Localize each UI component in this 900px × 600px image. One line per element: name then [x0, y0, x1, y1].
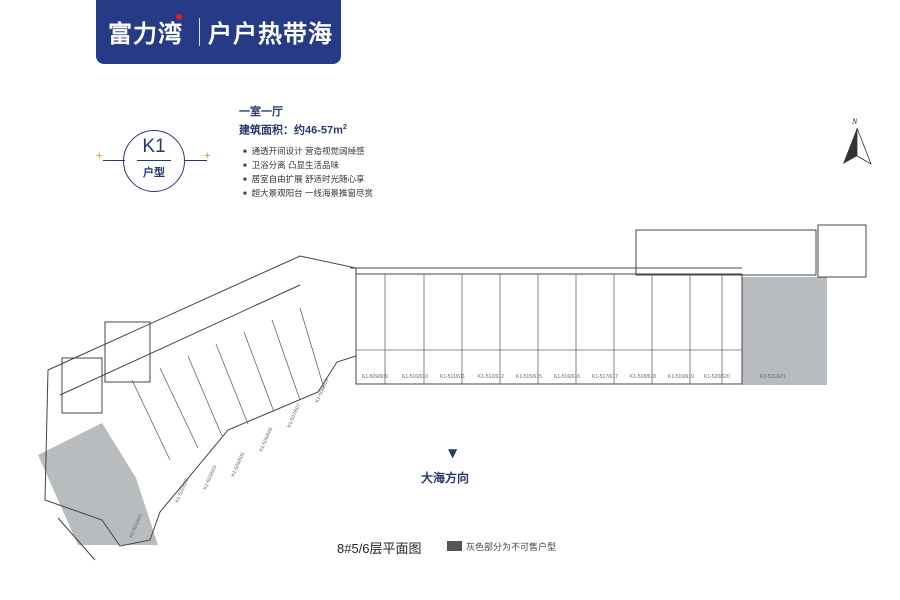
feature-item: 卫浴分离 凸显生活品味 [243, 159, 373, 173]
balcony-edge-left [57, 517, 96, 561]
unit-label: K1-506/606 [258, 427, 274, 453]
stair-core-left [104, 321, 151, 383]
unit-label: K1-512/612 [478, 374, 504, 380]
badge-lead-right [185, 160, 207, 161]
arrow-down-icon: ▼ [448, 446, 458, 460]
unit-label: K1-517/617 [592, 374, 618, 380]
building-outline [44, 224, 867, 561]
partition-walls [131, 274, 742, 461]
unit-label: K1-519/619 [668, 374, 694, 380]
feature-item: 居室自由扩展 舒适时光随心享 [243, 173, 373, 187]
unit-label: K1-520/620 [704, 374, 730, 380]
unit-area: 建筑面积：约46-57m2 [239, 120, 347, 139]
feature-item: 超大景观阳台 一线海景推窗尽赏 [243, 187, 373, 201]
unit-label: K1-502/602 [174, 478, 190, 504]
unit-code: K1 [142, 136, 166, 157]
brand-banner: 富力湾 户户热带海 [96, 0, 341, 64]
unit-area-superscript: 2 [342, 124, 347, 131]
unit-area-text: 建筑面积：约46-57m [239, 124, 343, 137]
unit-layout: 一室一厅 [239, 106, 283, 118]
unit-label: K1-518/618 [630, 374, 656, 380]
unit-label: K1-509/609 [362, 374, 388, 380]
legend-swatch [447, 541, 462, 551]
unsellable-areas [38, 277, 827, 545]
feature-list: 通透开间设计 营造视觉阔绰感 卫浴分离 凸显生活品味 居室自由扩展 舒适时光随心… [243, 145, 373, 201]
unit-type-label: 户型 [143, 166, 165, 179]
floor-plan-caption: 8#5/6层平面图 [337, 541, 422, 556]
project-name: 户户热带海 [208, 19, 333, 48]
compass [843, 127, 872, 165]
stair-core-left-b [61, 357, 103, 414]
legend-text: 灰色部分为不可售户型 [466, 542, 557, 552]
unit-label: K1-503/603 [202, 465, 218, 491]
unit-label: K1-515/615 [516, 374, 542, 380]
straight-wing-outline [355, 273, 743, 385]
unit-label: K1-510/610 [402, 374, 428, 380]
unit-label: K1-516/616 [554, 374, 580, 380]
feature-item: 通透开间设计 营造视觉阔绰感 [243, 145, 373, 159]
unsellable-unit-k3 [742, 277, 827, 385]
unit-label: K1-508/608 [314, 378, 330, 404]
unit-badge: K1 户型 [123, 130, 185, 192]
brand-accent-dot [176, 14, 182, 20]
unit-label: K1-511/611 [440, 374, 465, 380]
unit-label: K1-507/607 [286, 403, 302, 429]
plus-icon-left: + [96, 150, 103, 162]
unit-title-block: 一室一厅 建筑面积：约46-57m2 [239, 104, 347, 139]
badge-divider [137, 160, 171, 161]
compass-needle-icon [843, 128, 857, 164]
core-right [817, 224, 867, 278]
sea-direction-label: 大海方向 [421, 471, 470, 485]
unit-label: K3-521/621 [760, 374, 786, 380]
badge-lead-left [103, 160, 125, 161]
unit-labels: K1-509/609 K1-510/610 K1-511/611 K1-512/… [362, 374, 786, 380]
unit-label: K1-505/605 [230, 452, 246, 478]
brand-name: 富力湾 [108, 19, 183, 48]
compass-needle-outline [856, 127, 872, 165]
unsellable-unit-k2 [38, 423, 158, 545]
compass-north-label: N [852, 117, 858, 126]
brand-separator [199, 18, 200, 46]
corridor-slant-line [59, 284, 301, 396]
core-top [635, 229, 817, 276]
plus-icon-right: + [204, 150, 211, 162]
